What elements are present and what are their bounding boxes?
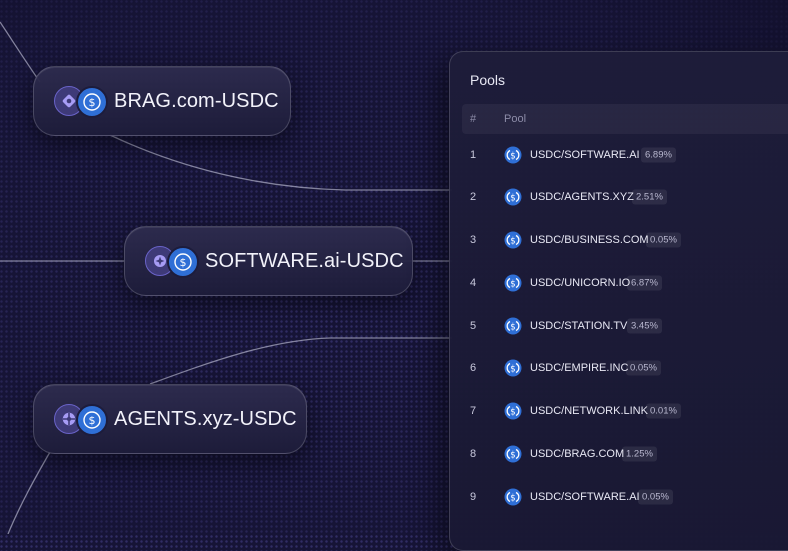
svg-text:$: $ (510, 236, 515, 246)
pools-panel-title: Pools (470, 72, 506, 88)
usdc-pair-icon: $ (504, 402, 522, 420)
pair-node-label: BRAG.com-USDC (114, 89, 279, 112)
pool-fee-badge: 2.51% (632, 189, 667, 205)
pool-fee-badge: 1.25% (622, 446, 657, 462)
svg-text:$: $ (510, 151, 515, 161)
pair-node-brag-usdc[interactable]: $ BRAG.com-USDC (33, 66, 291, 136)
pool-fee-badge: 6.89% (641, 147, 676, 162)
pool-fee-badge: 3.45% (627, 318, 662, 333)
usdc-coin-icon: $ (167, 246, 199, 278)
usdc-pair-icon: $ (504, 274, 522, 292)
svg-text:$: $ (510, 407, 515, 417)
pool-fee-badge: 0.05% (646, 232, 681, 248)
pool-pair-name: USDC/NETWORK.LINK (530, 405, 648, 417)
pool-fee-badge: 0.05% (626, 360, 661, 376)
column-header-pool: Pool (504, 113, 527, 125)
pool-pair-name: USDC/EMPIRE.INC (530, 362, 629, 375)
svg-text:$: $ (510, 279, 515, 289)
svg-text:$: $ (510, 365, 515, 375)
pool-index: 8 (470, 447, 477, 460)
svg-text:$: $ (510, 450, 515, 460)
pair-node-software-usdc[interactable]: $ SOFTWARE.ai-USDC (124, 226, 413, 296)
pool-index: 9 (470, 490, 477, 503)
pool-fee-badge: 0.05% (638, 489, 673, 504)
token-pair-icons: $ (54, 86, 108, 118)
pool-pair-name: USDC/BRAG.COM (530, 447, 625, 460)
svg-text:$: $ (89, 96, 96, 109)
svg-text:$: $ (510, 194, 515, 204)
pool-pair-name: USDC/UNICORN.IO (530, 276, 631, 289)
svg-text:$: $ (180, 256, 187, 269)
svg-text:$: $ (510, 322, 515, 332)
usdc-pair-icon: $ (504, 146, 522, 164)
pool-pair-name: USDC/AGENTS.XYZ (530, 191, 634, 204)
pool-pair-name: USDC/BUSINESS.COM (530, 234, 649, 246)
pair-node-label: SOFTWARE.ai-USDC (205, 249, 404, 272)
pool-fee-badge: 0.01% (646, 403, 681, 419)
usdc-pair-icon: $ (504, 317, 522, 335)
pool-index: 2 (470, 191, 477, 204)
pair-node-label: AGENTS.xyz-USDC (114, 407, 297, 430)
usdc-coin-icon: $ (76, 86, 108, 118)
pool-index: 5 (470, 319, 477, 332)
svg-text:$: $ (89, 414, 96, 427)
pool-fee-badge: 6.87% (627, 275, 662, 291)
token-pair-icons: $ (145, 246, 199, 278)
pool-index: 6 (470, 362, 477, 375)
usdc-pair-icon: $ (504, 188, 522, 206)
usdc-coin-icon: $ (76, 404, 108, 436)
usdc-pair-icon: $ (504, 359, 522, 377)
pool-index: 7 (470, 405, 477, 417)
pool-index: 3 (470, 234, 477, 246)
pool-pair-name: USDC/STATION.TV (530, 319, 628, 332)
token-pair-icons: $ (54, 404, 108, 436)
svg-text:$: $ (510, 493, 515, 503)
pool-pair-name: USDC/SOFTWARE.AI (530, 148, 640, 161)
pair-node-agents-usdc[interactable]: $ AGENTS.xyz-USDC (33, 384, 307, 454)
pool-pair-name: USDC/SOFTWARE.AI (530, 490, 640, 503)
connector-lines (0, 21, 452, 534)
column-header-index: # (470, 113, 477, 125)
pools-table-header: # Pool (462, 104, 788, 134)
usdc-pair-icon: $ (504, 231, 522, 249)
pool-index: 1 (470, 148, 477, 161)
pool-index: 4 (470, 276, 477, 289)
usdc-pair-icon: $ (504, 488, 522, 506)
usdc-pair-icon: $ (504, 445, 522, 463)
